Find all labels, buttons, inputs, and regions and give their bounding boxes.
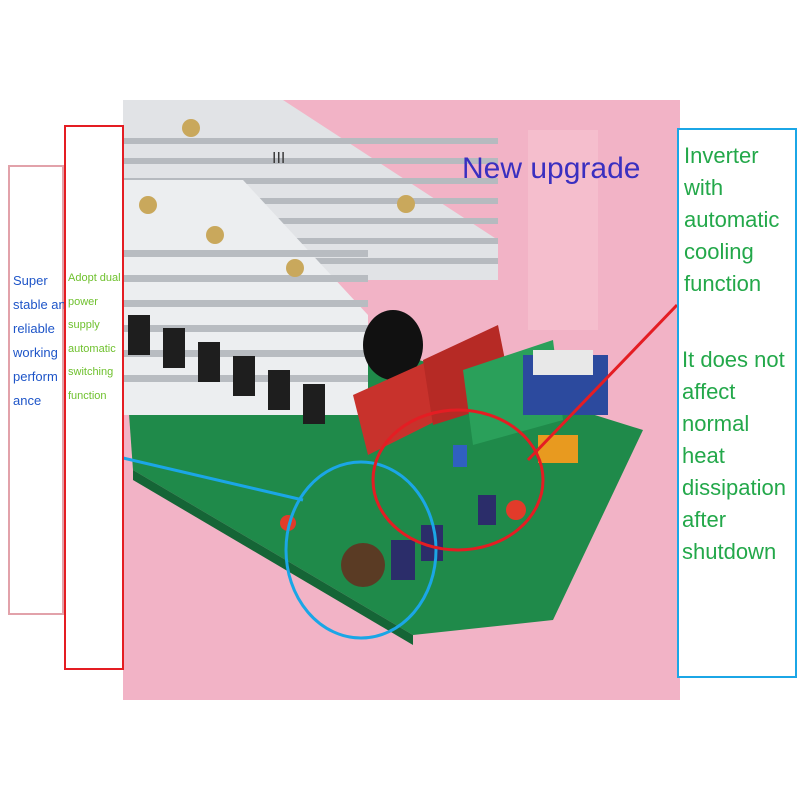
photo-label: III xyxy=(272,150,286,167)
feature-panel-dual-power: Adopt dual power supply automatic switch… xyxy=(64,125,124,670)
mosfet-row xyxy=(128,315,325,424)
blue-callout-circle xyxy=(284,460,438,640)
feature-text-dual-power: Adopt dual power supply automatic switch… xyxy=(68,272,121,402)
inverter-board-illustration xyxy=(123,100,680,700)
product-photo xyxy=(123,100,680,700)
red-callout-circle xyxy=(371,408,545,552)
feature-text-stability: Super stable and reliable working perfor… xyxy=(13,273,73,408)
feature-panel-stability: Super stable and reliable working perfor… xyxy=(8,165,73,615)
inductor xyxy=(341,543,385,587)
feature-text-cooling: Inverter with automatic cooling function xyxy=(684,143,780,296)
headline: New upgrade xyxy=(462,152,641,185)
feature-text-heat-dissipation: It does not affect normal heat dissipati… xyxy=(682,347,786,564)
feature-panel-cooling: Inverter with automatic cooling function… xyxy=(677,128,797,678)
